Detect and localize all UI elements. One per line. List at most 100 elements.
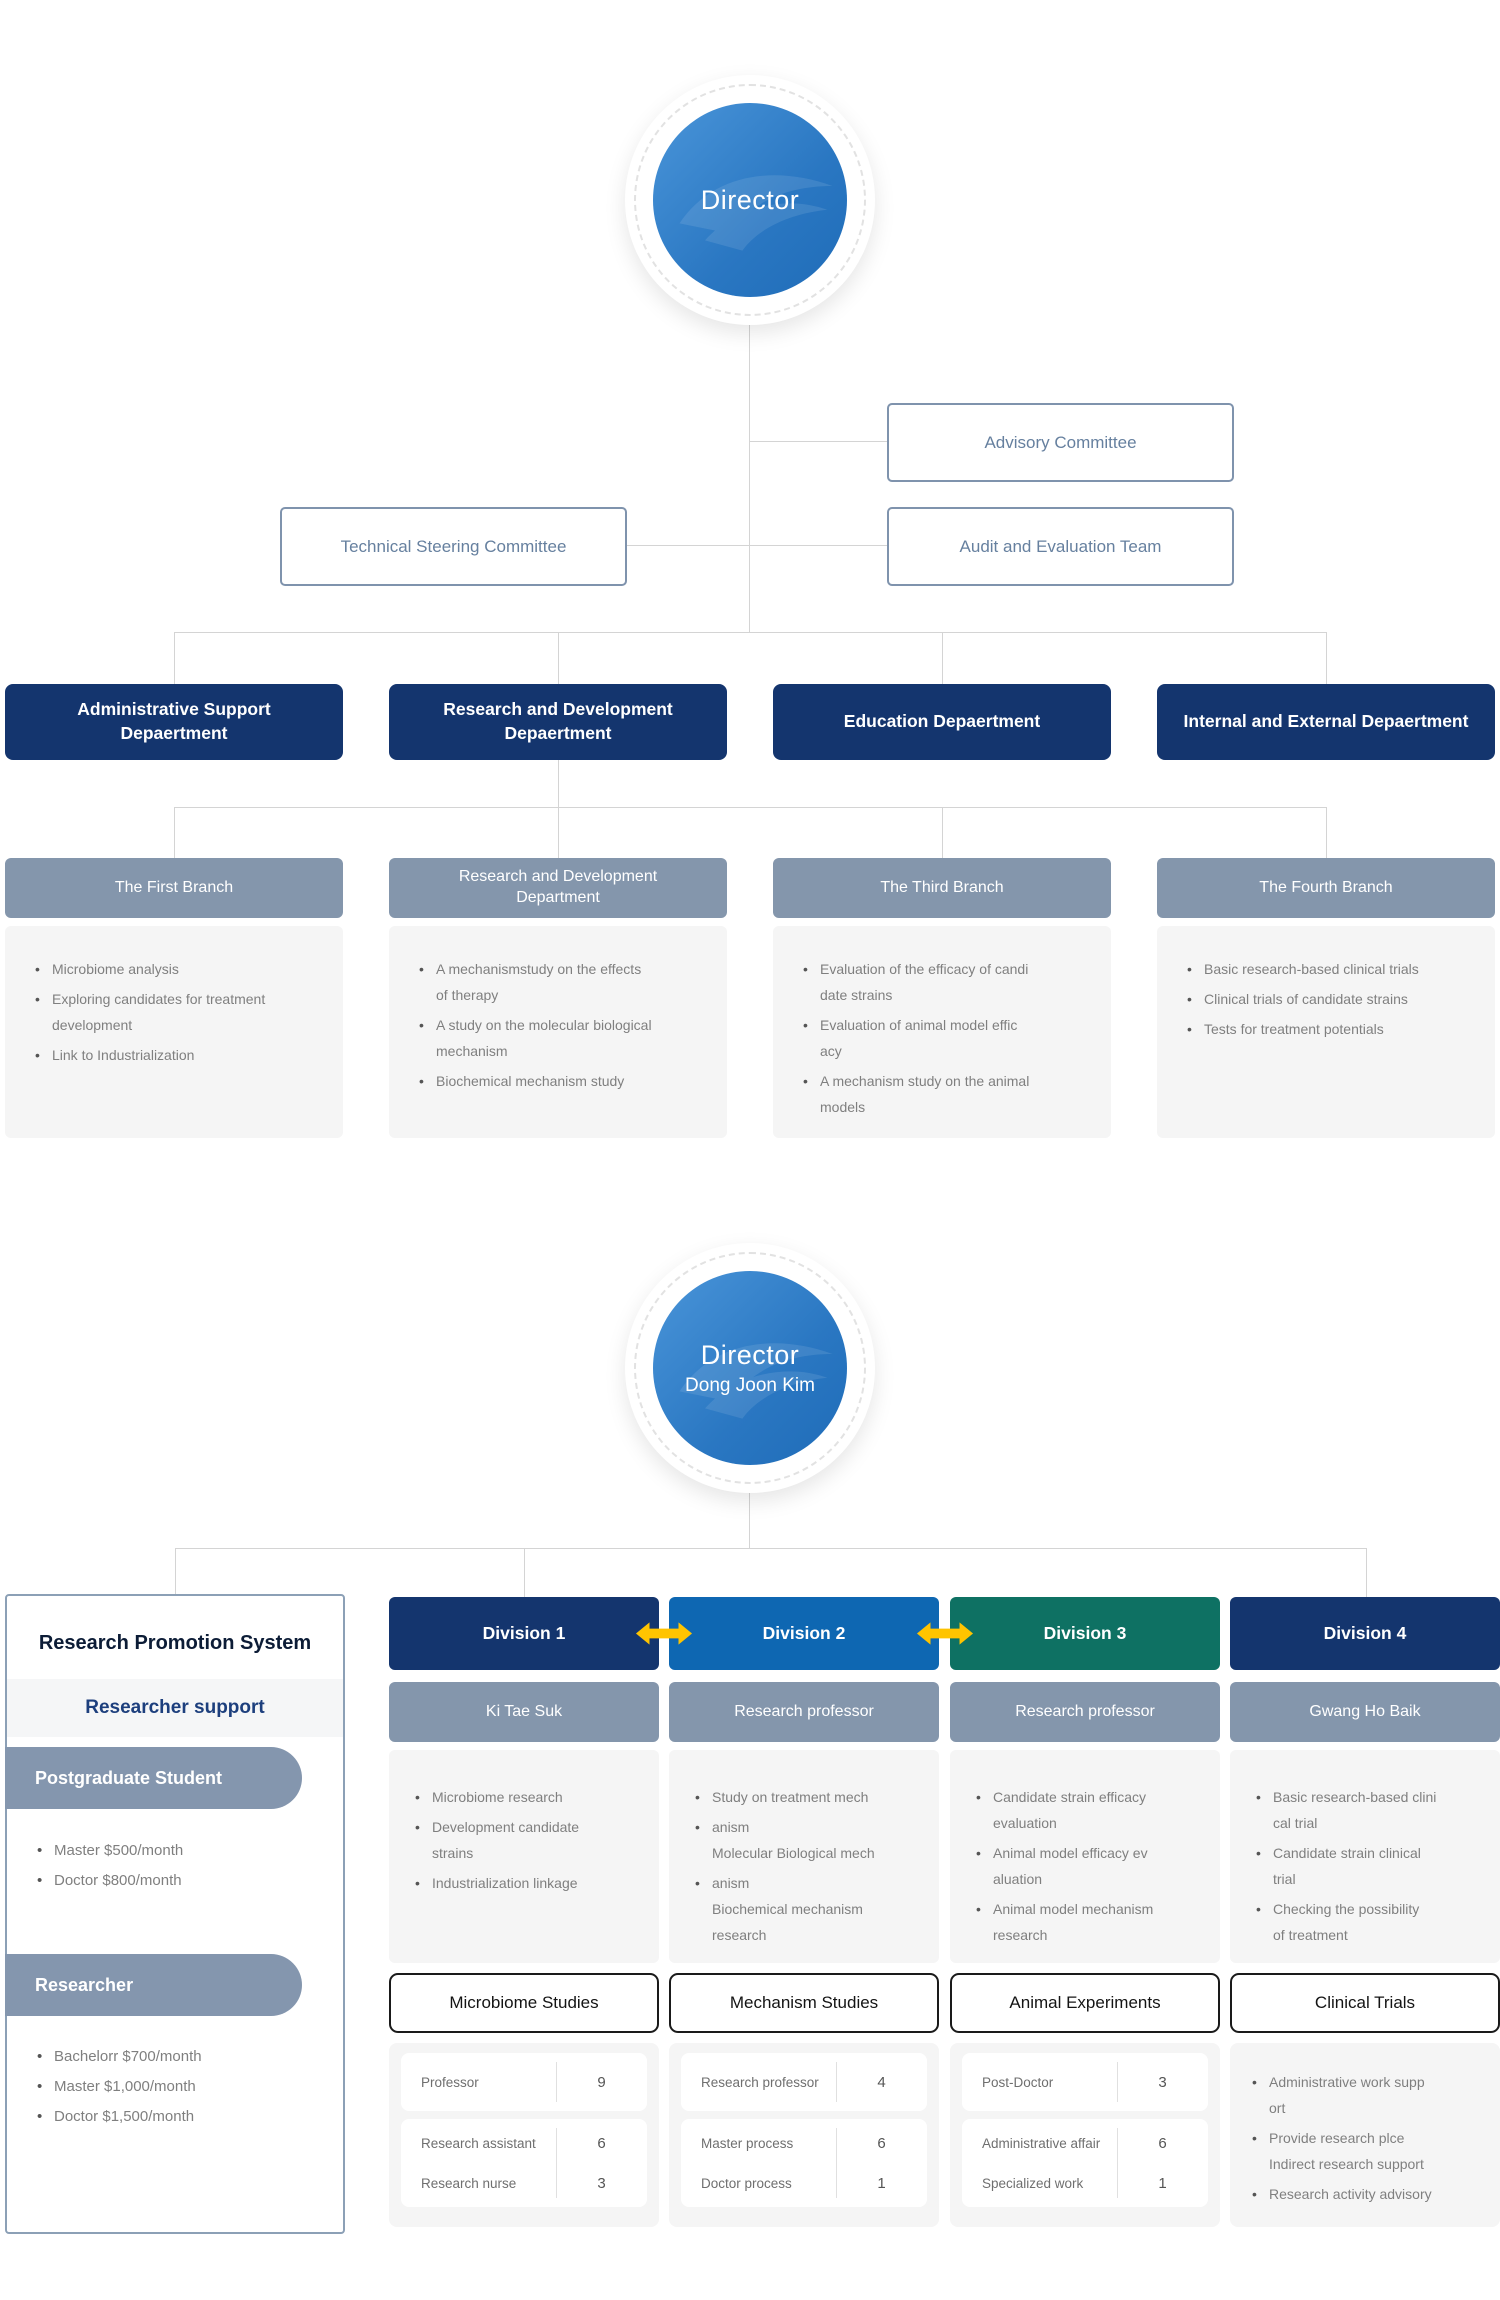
list-line: Indirect research support: [1269, 2156, 1424, 2172]
staff-role: Specialized work: [982, 2175, 1084, 2191]
advisory-committee-label: Advisory Committee: [984, 432, 1137, 452]
connector-line: [558, 760, 559, 807]
list-line: Administrative work supp: [1252, 2069, 1490, 2095]
connector-line: [524, 1548, 525, 1598]
connector-line: [558, 807, 559, 858]
list-line: strains: [432, 1845, 474, 1861]
list-line: A mechanismstudy on the effects: [419, 956, 703, 982]
list-line: Candidate strain efficacy: [976, 1784, 1206, 1810]
division-body: Study on treatment mechanismMolecular Bi…: [669, 1750, 939, 1963]
director-node: Director: [625, 75, 875, 325]
audit-evaluation-team-box: Audit and Evaluation Team: [887, 507, 1234, 586]
connector-line: [1326, 632, 1327, 684]
list-line: Biochemical mechanism study: [419, 1068, 703, 1094]
division-column-4: Division 4 Gwang Ho Baik Basic research-…: [1230, 1597, 1500, 2237]
staff-role: Doctor process: [701, 2175, 792, 2191]
division-lead: Research professor: [950, 1682, 1220, 1742]
list-line: cal trial: [1273, 1815, 1318, 1831]
department-box: Administrative Support Depaertment: [5, 684, 343, 760]
list-line: models: [820, 1099, 866, 1115]
list-line: Tests for treatment potentials: [1187, 1016, 1471, 1042]
researcher-support-band: Researcher support: [7, 1679, 343, 1737]
list-line: Microbiome research: [415, 1784, 645, 1810]
director-label: Director: [700, 184, 800, 215]
connector-line: [174, 632, 1326, 633]
staff-role: Professor: [421, 2074, 479, 2090]
branch-body-row: Microbiome analysisExploring candidates …: [5, 926, 1495, 1138]
staff-row: Research assistant 6: [401, 2123, 647, 2163]
director-circle: Director: [653, 103, 847, 297]
staff-count: 4: [877, 2073, 886, 2091]
staff-role: Research nurse: [421, 2175, 517, 2191]
staff-role: Research assistant: [421, 2135, 536, 2151]
department-box: Education Depaertment: [773, 684, 1111, 760]
list-line: Exploring candidates for treatment: [35, 986, 319, 1012]
staff-count: 3: [1158, 2073, 1167, 2091]
dashed-ring: [634, 84, 866, 316]
department-row: Administrative Support Depaertment Resea…: [5, 684, 1495, 760]
staff-row: Specialized work 1: [962, 2163, 1208, 2203]
list-line: Study on treatment mech: [695, 1784, 925, 1810]
connector-line: [942, 632, 943, 684]
director-circle: Director Dong Joon Kim: [653, 1271, 847, 1465]
researcher-pill: Researcher: [5, 1954, 302, 2016]
director-node: Director Dong Joon Kim: [625, 1243, 875, 1493]
list-line: evaluation: [993, 1815, 1057, 1831]
list-line: A study on the molecular biological: [419, 1012, 703, 1038]
staff-count: 1: [1158, 2174, 1167, 2192]
branch-header-row: The First Branch Research and Developmen…: [5, 858, 1495, 918]
staff-count: 3: [597, 2174, 606, 2192]
director-label: Director: [700, 1339, 800, 1370]
department-box: Research and Development Depaertment: [389, 684, 727, 760]
list-line: Master $1,000/month: [37, 2072, 317, 2102]
connector-line: [1326, 807, 1327, 858]
branch-body: Microbiome analysisExploring candidates …: [5, 926, 343, 1138]
dashed-ring: [634, 1252, 866, 1484]
technical-steering-committee-label: Technical Steering Committee: [340, 536, 567, 556]
study-box: Clinical Trials: [1230, 1973, 1500, 2033]
double-arrow-icon: [635, 1622, 693, 1645]
division-header: Division 4: [1230, 1597, 1500, 1670]
staff-role: Research professor: [701, 2074, 819, 2090]
staff-row: Research professor 4: [681, 2062, 927, 2102]
connector-line: [175, 1548, 1366, 1549]
staff-card: Research professor 4: [681, 2053, 927, 2111]
list-line: Molecular Biological mech: [712, 1845, 875, 1861]
connector-line: [942, 807, 943, 858]
logo-watermark-icon: [679, 175, 833, 251]
director-name: Dong Joon Kim: [685, 1374, 815, 1396]
list-line: Bachelorr $700/month: [37, 2042, 317, 2072]
list-line: trial: [1273, 1871, 1296, 1887]
division-header: Division 3: [950, 1597, 1220, 1670]
postgraduate-student-pill: Postgraduate Student: [5, 1747, 302, 1809]
card-divider: [555, 2062, 557, 2102]
list-line: Microbiome analysis: [35, 956, 319, 982]
list-line: development: [52, 1017, 133, 1033]
connector-line: [749, 1493, 750, 1548]
card-divider: [835, 2128, 837, 2198]
connector-line: [1366, 1548, 1367, 1598]
division-lead: Gwang Ho Baik: [1230, 1682, 1500, 1742]
list-line: Master $500/month: [37, 1836, 317, 1866]
staff-role: Post-Doctor: [982, 2074, 1054, 2090]
list-line: A mechanism study on the animal: [803, 1068, 1087, 1094]
staff-count: 6: [597, 2134, 606, 2152]
list-line: date strains: [820, 987, 893, 1003]
connector-line: [558, 632, 559, 684]
panel-title: Research Promotion System: [38, 1632, 312, 1654]
list-line: Link to Industrialization: [35, 1042, 319, 1068]
division-column-1: Division 1 Ki Tae Suk Microbiome researc…: [389, 1597, 659, 2237]
connector-line: [749, 325, 750, 632]
connector-line: [623, 545, 887, 546]
connector-line: [174, 807, 1326, 808]
